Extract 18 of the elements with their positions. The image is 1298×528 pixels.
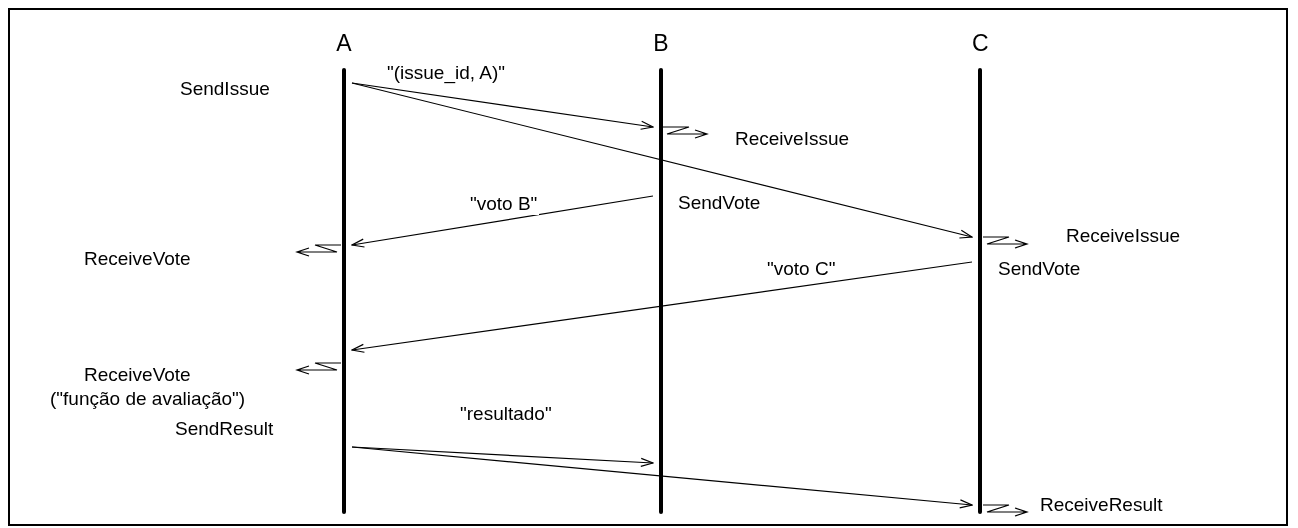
message-arrow — [351, 446, 654, 467]
lifeline-label: C — [972, 30, 988, 56]
lifeline-label: A — [336, 30, 352, 56]
message-arrow — [351, 82, 973, 239]
event-label: ReceiveResult — [1040, 494, 1163, 516]
lifeline-label: B — [653, 30, 669, 56]
message-arrow — [351, 195, 654, 248]
event-label: SendVote — [678, 192, 761, 214]
event-label: ("função de avaliação") — [50, 388, 246, 410]
event-label: SendVote — [998, 258, 1081, 280]
event-label: SendIssue — [180, 78, 270, 100]
event-label: SendResult — [175, 418, 274, 440]
message-arrow — [351, 446, 973, 509]
event-label: ReceiveVote — [84, 364, 191, 386]
event-label: ReceiveIssue — [1066, 225, 1181, 247]
event-label: ReceiveIssue — [735, 128, 850, 150]
event-label: ReceiveVote — [84, 248, 191, 270]
message-arrow — [351, 261, 973, 353]
